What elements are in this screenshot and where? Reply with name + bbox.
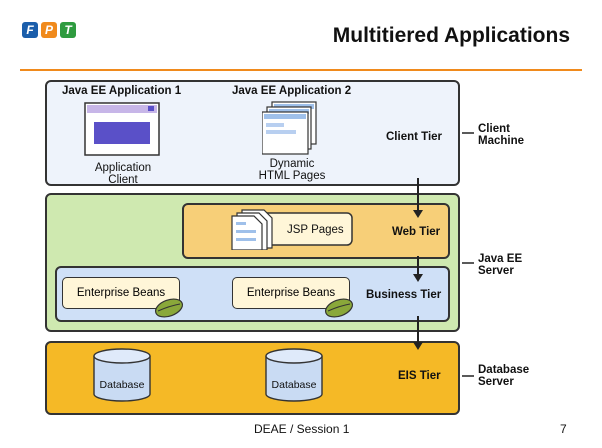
side-connectors (462, 132, 474, 377)
logo-letter-t: T (60, 22, 76, 38)
footer-session: DEAE / Session 1 (254, 422, 350, 436)
dynamic-html-label: Dynamic HTML Pages (258, 158, 326, 182)
application-client-label: Application Client (94, 162, 152, 186)
page-number: 7 (560, 422, 567, 436)
title-divider (20, 69, 582, 71)
logo-letter-f: F (22, 22, 38, 38)
bean-icon-2 (324, 298, 354, 318)
logo-letter-p: P (41, 22, 57, 38)
business-tier-label: Business Tier (366, 289, 442, 301)
fpt-logo: F P T (22, 22, 76, 38)
bean-icon-1 (154, 298, 184, 318)
database-icon-1 (93, 348, 151, 402)
eis-tier-label: EIS Tier (398, 370, 441, 382)
application-window-icon (84, 102, 160, 156)
tier-flow-arrows (413, 178, 423, 350)
database-icon-2 (265, 348, 323, 402)
javaee-server-label: Java EE Server (478, 253, 523, 277)
html-pages-icon (262, 101, 317, 155)
enterprise-beans-label-1: Enterprise Beans (76, 287, 166, 299)
database-label-1: Database (99, 379, 145, 391)
app2-label: Java EE Application 2 (232, 85, 352, 97)
jsp-pages-icon (231, 209, 353, 250)
app1-label: Java EE Application 1 (62, 85, 182, 97)
client-machine-label: Client Machine (478, 123, 525, 147)
jsp-pages-label: JSP Pages (287, 224, 344, 236)
client-tier-label: Client Tier (386, 131, 443, 143)
enterprise-beans-label-2: Enterprise Beans (246, 287, 336, 299)
database-server-label: Database Server (478, 364, 530, 388)
page-title: Multitiered Applications (332, 24, 570, 47)
web-tier-label: Web Tier (392, 226, 441, 238)
database-label-2: Database (271, 379, 317, 391)
